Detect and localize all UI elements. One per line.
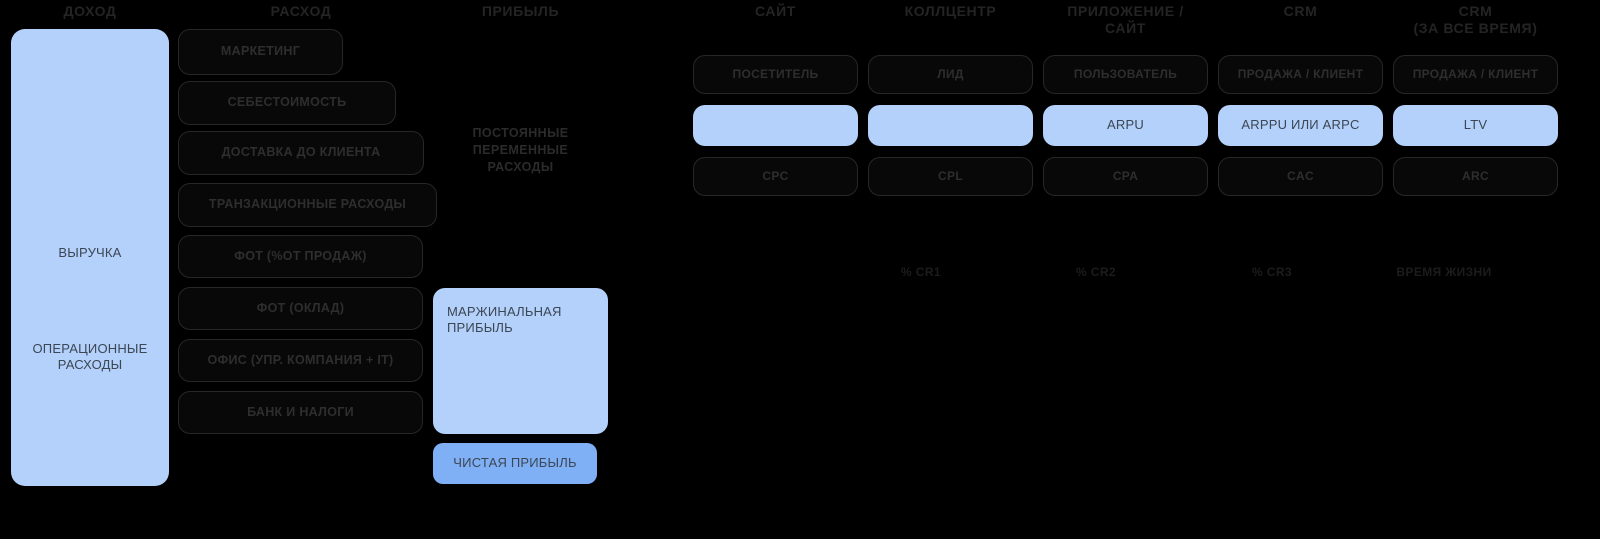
funnel-revenue-metric-box[interactable]: ARPPU ИЛИ ARPC — [1218, 105, 1383, 146]
expense-box-label: БАНК И НАЛОГИ — [247, 404, 354, 419]
unit-economics-header-0: ДОХОД — [63, 3, 117, 19]
net-profit-box[interactable]: ЧИСТАЯ ПРИБЫЛЬ — [433, 443, 597, 484]
expense-box-label: ОФИС (УПР. КОМПАНИЯ + IT) — [207, 352, 394, 367]
funnel-revenue-metric-box[interactable] — [693, 105, 858, 146]
unit-economics-header-1: РАСХОД — [270, 3, 332, 19]
expense-box[interactable]: ДОСТАВКА ДО КЛИЕНТА — [178, 131, 424, 175]
conversion-label-3: ВРЕМЯ ЖИЗНИ — [1396, 265, 1492, 279]
revenue-top-label: ВЫРУЧКА — [58, 245, 122, 260]
expense-box-label: ФОТ (%ОТ ПРОДАЖ) — [234, 248, 367, 263]
funnel-cost-metric-box-label: CAC — [1287, 169, 1314, 183]
expense-box[interactable]: ФОТ (%ОТ ПРОДАЖ) — [178, 235, 423, 278]
funnel-cost-metric-box-label: CPC — [762, 169, 789, 183]
funnel-cost-metric-box[interactable]: CPL — [868, 157, 1033, 196]
funnel-entity-box[interactable]: ПРОДАЖА / КЛИЕНТ — [1218, 55, 1383, 94]
funnel-cost-metric-box[interactable]: ARC — [1393, 157, 1558, 196]
funnel-header-2: ПРИЛОЖЕНИЕ /САЙТ — [1067, 3, 1184, 36]
funnel-entity-box-label: ПРОДАЖА / КЛИЕНТ — [1412, 67, 1539, 81]
expense-box-label: ТРАНЗАКЦИОННЫЕ РАСХОДЫ — [208, 197, 407, 212]
expense-box-label: ФОТ (ОКЛАД) — [256, 300, 345, 315]
unit-economics-header-2: ПРИБЫЛЬ — [481, 3, 560, 19]
funnel-header-0: САЙТ — [755, 3, 796, 19]
funnel-cost-metric-box[interactable]: CPA — [1043, 157, 1208, 196]
funnel-entity-box[interactable]: ПОСЕТИТЕЛЬ — [693, 55, 858, 94]
expense-box-label: СЕБЕСТОИМОСТЬ — [227, 95, 347, 110]
conversion-label-1: % CR2 — [1075, 265, 1116, 279]
funnel-cost-metric-box-label: ARC — [1462, 169, 1489, 183]
funnel-revenue-metric-box-label: ARPU — [1107, 117, 1144, 133]
margin-profit-label: МАРЖИНАЛЬНАЯ ПРИБЫЛЬ — [447, 304, 562, 336]
funnel-revenue-metric-box[interactable]: LTV — [1393, 105, 1558, 146]
conversion-label-0: % CR1 — [900, 265, 941, 279]
funnel-header-4: CRM(ЗА ВСЕ ВРЕМЯ) — [1413, 3, 1538, 36]
expense-box[interactable]: СЕБЕСТОИМОСТЬ — [178, 81, 396, 125]
funnel-header-1: КОЛЛЦЕНТР — [904, 3, 997, 19]
expense-box[interactable]: БАНК И НАЛОГИ — [178, 391, 423, 434]
funnel-entity-box[interactable]: ЛИД — [868, 55, 1033, 94]
funnel-entity-box-label: ПОСЕТИТЕЛЬ — [732, 67, 819, 81]
funnel-entity-box[interactable]: ПОЛЬЗОВАТЕЛЬ — [1043, 55, 1208, 94]
funnel-entity-box-label: ПОЛЬЗОВАТЕЛЬ — [1073, 67, 1178, 81]
funnel-revenue-metric-box[interactable] — [868, 105, 1033, 146]
funnel-entity-box[interactable]: ПРОДАЖА / КЛИЕНТ — [1393, 55, 1558, 94]
net-profit-label: ЧИСТАЯ ПРИБЫЛЬ — [453, 455, 577, 471]
funnel-revenue-metric-box[interactable]: ARPU — [1043, 105, 1208, 146]
expense-box[interactable]: ОФИС (УПР. КОМПАНИЯ + IT) — [178, 339, 423, 382]
expense-box[interactable]: ФОТ (ОКЛАД) — [178, 287, 423, 330]
expense-box-label: ДОСТАВКА ДО КЛИЕНТА — [221, 145, 381, 160]
funnel-cost-metric-box[interactable]: CPC — [693, 157, 858, 196]
expense-box[interactable]: ТРАНЗАКЦИОННЫЕ РАСХОДЫ — [178, 183, 437, 227]
funnel-cost-metric-box-label: CPA — [1112, 169, 1139, 183]
conversion-label-2: % CR3 — [1251, 265, 1292, 279]
funnel-entity-box-label: ПРОДАЖА / КЛИЕНТ — [1237, 67, 1364, 81]
funnel-header-3: CRM — [1283, 3, 1318, 19]
expense-box[interactable]: МАРКЕТИНГ — [178, 29, 343, 75]
funnel-entity-box-label: ЛИД — [937, 67, 964, 81]
funnel-cost-metric-box[interactable]: CAC — [1218, 157, 1383, 196]
funnel-revenue-metric-box-label: LTV — [1463, 117, 1488, 133]
margin-profit-box[interactable]: МАРЖИНАЛЬНАЯ ПРИБЫЛЬ — [433, 288, 608, 434]
expense-box-label: МАРКЕТИНГ — [220, 44, 301, 59]
funnel-cost-metric-box-label: CPL — [938, 169, 963, 183]
funnel-revenue-metric-box-label: ARPPU ИЛИ ARPC — [1241, 117, 1360, 133]
